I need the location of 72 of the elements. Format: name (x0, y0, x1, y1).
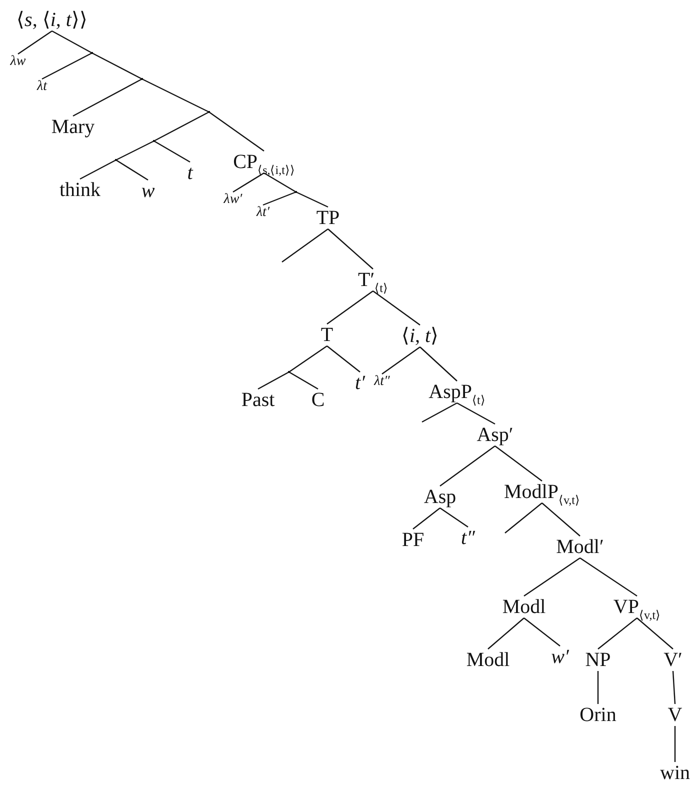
branch-line (208, 112, 264, 152)
branch-line (504, 502, 542, 534)
tree-node-label: Past (241, 389, 275, 411)
branch-line (440, 446, 496, 486)
tree-node-label: V (668, 704, 682, 726)
tree-node-label: Mary (51, 116, 95, 138)
branch-line (597, 671, 599, 704)
tree-node-label: Modl (502, 596, 546, 618)
branch-line (92, 52, 142, 80)
branch-line (440, 508, 468, 528)
tree-node-label: t′ (355, 372, 365, 394)
binder-label: λw′ (224, 192, 242, 208)
branch-line (420, 346, 458, 382)
tree-node-label: ⟨s, ⟨i, t⟩⟩ (16, 9, 88, 31)
branch-line (154, 111, 210, 142)
tree-node-label: think (59, 179, 101, 201)
branch-line (42, 52, 92, 80)
tree-node-label: PF (402, 529, 424, 551)
tree-node-label: Modl′ (556, 536, 604, 558)
branch-line (422, 402, 458, 423)
branch-line (456, 402, 496, 425)
branch-line (524, 618, 560, 646)
branch-line (672, 670, 676, 704)
branch-line (542, 502, 580, 536)
tree-node-label: Asp (424, 486, 456, 508)
tree-node-label: Orin (580, 704, 616, 726)
branch-line (258, 371, 290, 390)
branch-line (288, 371, 318, 390)
branch-line (262, 191, 296, 206)
tree-node-label: ⟨i, t⟩ (401, 325, 439, 347)
branch-line (116, 140, 154, 161)
branch-line (372, 290, 420, 326)
branch-line (154, 140, 190, 163)
branch-line (674, 726, 676, 762)
branch-line (598, 618, 638, 650)
branch-line (296, 191, 328, 208)
branch-line (488, 618, 524, 650)
branch-line (524, 558, 580, 596)
branch-line (142, 78, 210, 113)
binder-label: λt″ (374, 374, 390, 390)
branch-line (382, 346, 420, 374)
tree-node-label: C (311, 389, 325, 411)
branch-line (232, 172, 264, 193)
tree-node-label: t (187, 162, 193, 184)
tree-node-label: NP (585, 649, 611, 671)
binder-label: λw (10, 54, 26, 70)
tree-node-label: Asp′ (476, 424, 514, 446)
branch-line (326, 290, 374, 324)
branch-line (264, 172, 296, 193)
tree-node-label: w′ (551, 646, 569, 668)
branch-line (326, 346, 360, 372)
branch-line (72, 78, 142, 117)
tree-node-label: TP (316, 207, 340, 229)
branch-line (18, 30, 52, 54)
tree-node-label: T (320, 324, 334, 346)
branch-line (494, 446, 542, 482)
branch-line (80, 159, 116, 180)
tree-node-label: win (660, 762, 690, 784)
branch-line (288, 346, 328, 372)
tree-node-label: t″ (461, 527, 475, 549)
branch-line (636, 618, 674, 650)
branch-line (282, 228, 328, 262)
branch-line (116, 160, 148, 180)
branch-line (580, 558, 638, 596)
branch-line (328, 228, 374, 270)
tree-node-label: Modl (466, 649, 510, 671)
tree-node-label: w (141, 180, 155, 202)
binder-label: λt (37, 79, 47, 95)
branch-line (412, 508, 440, 530)
branch-line (52, 30, 92, 54)
tree-node-label: V′ (664, 649, 682, 671)
binder-label: λt′ (256, 205, 270, 221)
